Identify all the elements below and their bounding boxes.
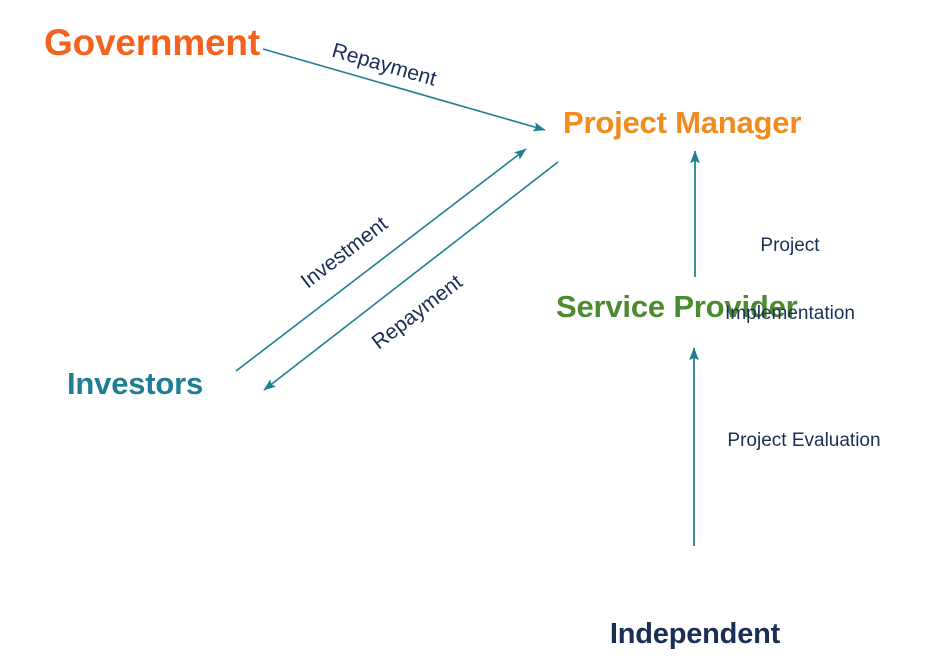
node-investors[interactable]: Investors <box>67 366 204 401</box>
arrow-government-to-project-manager <box>262 48 546 132</box>
node-service-provider[interactable]: Service Provider <box>556 289 798 324</box>
edge-label-project-evaluation: Project Evaluation <box>727 430 881 451</box>
arrow-project-manager-to-investors <box>263 161 559 391</box>
edge-label-project-implementation-line2: Implementation <box>725 302 855 324</box>
edge-label-project-implementation-line1: Project <box>760 234 820 256</box>
node-independent-evaluator[interactable]: Independent Evaluator <box>610 553 780 662</box>
arrow-investors-to-project-manager <box>235 148 527 372</box>
node-project-manager[interactable]: Project Manager <box>563 105 802 140</box>
node-government[interactable]: Government <box>44 22 260 63</box>
edge-label-project-implementation: Project Implementation <box>725 189 855 371</box>
node-independent-evaluator-line1: Independent <box>609 617 781 650</box>
